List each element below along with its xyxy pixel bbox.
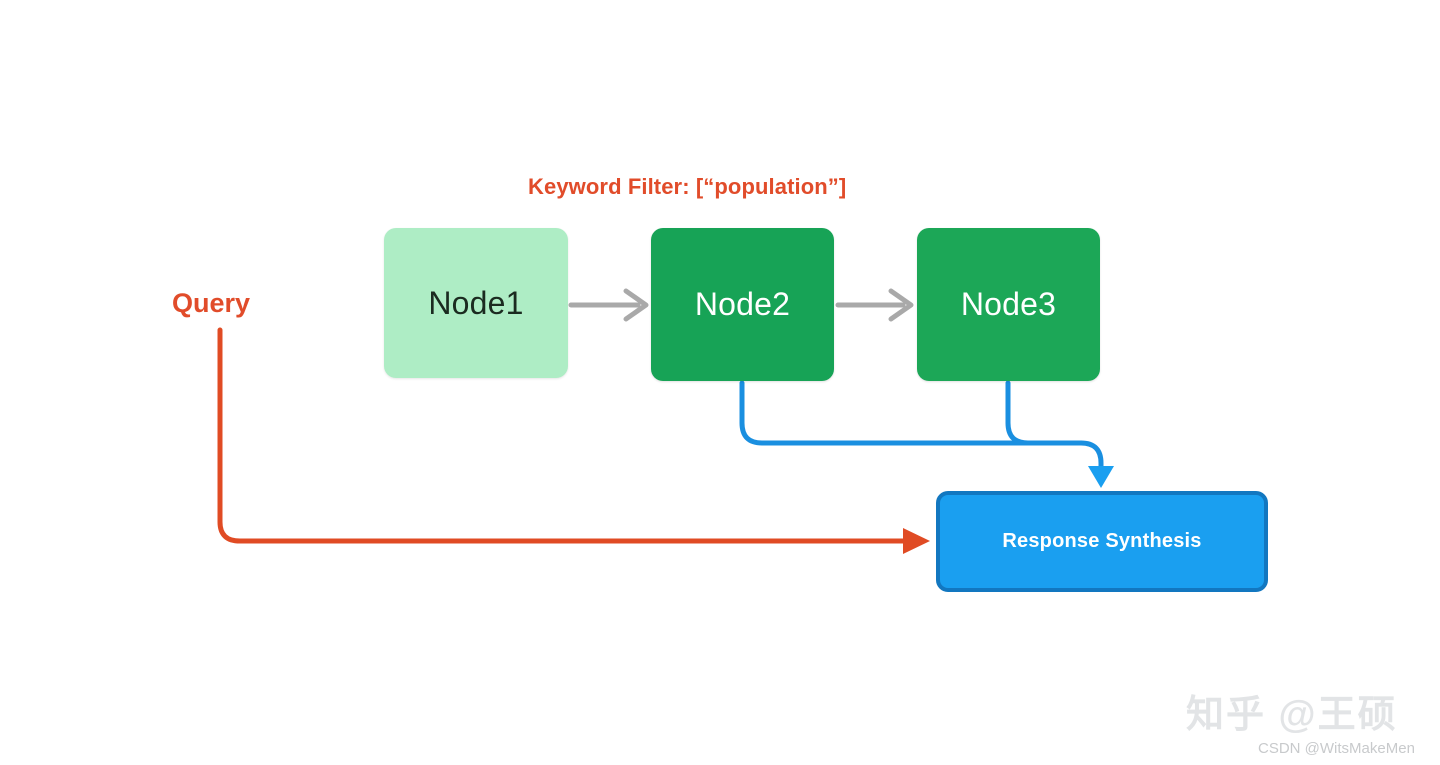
node-box-node3[interactable]: Node3 (917, 228, 1100, 381)
arrowhead-red-into-response (903, 528, 930, 554)
csdn-watermark: CSDN @WitsMakeMen (1258, 740, 1415, 757)
node2-label: Node2 (694, 286, 791, 322)
arrowhead-blue-into-response (1088, 466, 1114, 488)
connector-node3-to-response (1005, 380, 1104, 473)
zhihu-watermark: 知乎 @王硕 (1186, 694, 1398, 736)
query-label: Query (172, 288, 251, 318)
response-synthesis-box[interactable]: Response Synthesis (936, 491, 1268, 592)
arrow-node2-to-node3 (835, 288, 914, 322)
response-synthesis-label: Response Synthesis (1002, 530, 1202, 552)
connector-node2-to-response (739, 380, 1084, 446)
node-box-node1[interactable]: Node1 (384, 228, 568, 378)
node-box-node2[interactable]: Node2 (651, 228, 834, 381)
node1-label: Node1 (428, 284, 524, 321)
keyword-filter-label: Keyword Filter: [“population”] (528, 174, 847, 199)
node3-label: Node3 (960, 286, 1057, 322)
arrow-node1-to-node2 (568, 288, 649, 322)
